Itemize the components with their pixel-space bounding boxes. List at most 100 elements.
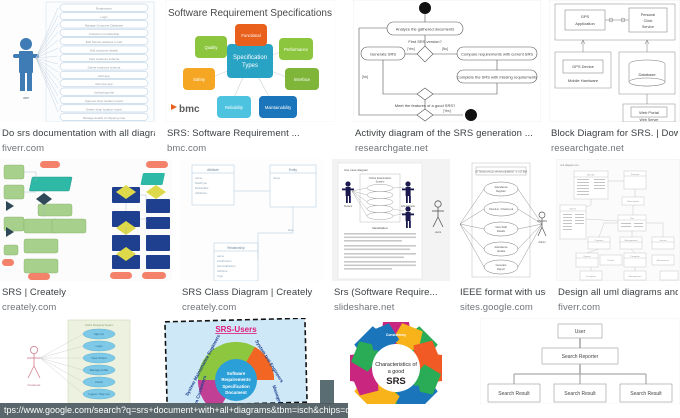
svg-text:Software Requirement Specifica: Software Requirement Specifications bbox=[168, 8, 332, 19]
svg-text:Management: Management bbox=[625, 239, 638, 242]
result-title[interactable]: Design all uml diagrams and srs bbox=[558, 287, 678, 298]
result-source[interactable]: bmc.com bbox=[167, 143, 207, 154]
result-source[interactable]: creately.com bbox=[182, 302, 237, 313]
svg-text:Logout / Sign out: Logout / Sign out bbox=[88, 392, 109, 396]
link-status-bar: tps://www.google.com/search?q=srs+docume… bbox=[0, 403, 348, 418]
result-title[interactable]: Do srs documentation with all diagra... bbox=[2, 128, 155, 139]
svg-text:Functional: Functional bbox=[241, 33, 260, 38]
svg-text:bmc: bmc bbox=[179, 104, 200, 115]
svg-text:Member: Member bbox=[587, 174, 595, 177]
svg-text:GPS: GPS bbox=[581, 14, 590, 19]
svg-text:a good: a good bbox=[388, 369, 405, 375]
svg-text:Attendance: Attendance bbox=[494, 245, 508, 249]
result-title[interactable]: Srs (Software Require... bbox=[334, 287, 438, 298]
result-thumbnail[interactable]: Characteristics of a good SRS Consistenc… bbox=[320, 318, 472, 404]
svg-text:Registration: Registration bbox=[96, 7, 112, 11]
result-caption: SRS | Creately creately.com bbox=[0, 281, 172, 314]
svg-text:[Yes]: [Yes] bbox=[443, 109, 450, 113]
result-item[interactable]: GPS Application Personal Clinic Service … bbox=[549, 0, 680, 155]
result-thumbnail[interactable]: SRS-Users Software Requirements Spec bbox=[160, 318, 312, 404]
svg-text:Approve shop location report: Approve shop location report bbox=[85, 99, 124, 103]
result-source[interactable]: fiverr.com bbox=[558, 302, 601, 313]
result-title[interactable]: SRS: Software Requirement ... bbox=[167, 128, 300, 139]
svg-text:Edit customer details: Edit customer details bbox=[90, 49, 118, 53]
svg-text:Types: Types bbox=[242, 63, 258, 69]
svg-text:View Orders: View Orders bbox=[91, 356, 107, 360]
result-thumbnail[interactable]: GPS Application Personal Clinic Service … bbox=[549, 0, 680, 122]
svg-text:Customer: Customer bbox=[27, 383, 40, 387]
svg-text:uml-diagram-srs: uml-diagram-srs bbox=[560, 163, 579, 167]
result-thumbnail[interactable] bbox=[0, 159, 172, 281]
result-source[interactable]: sites.google.com bbox=[460, 302, 533, 313]
svg-text:Online Shopping System: Online Shopping System bbox=[85, 323, 114, 327]
result-thumbnail[interactable]: user bbox=[0, 0, 157, 122]
svg-text:Mentor: Mentor bbox=[570, 208, 577, 211]
svg-text:Meet the features of a good SR: Meet the features of a good SRS? bbox=[395, 103, 456, 108]
result-thumbnail[interactable]: Software Requirement Specifications Spec… bbox=[165, 0, 345, 122]
result-thumbnail[interactable]: Analyze the gathered documents First SRS… bbox=[353, 0, 541, 122]
svg-text:Login: Login bbox=[100, 15, 108, 19]
result-item[interactable]: Software Requirement Specifications Spec… bbox=[165, 0, 353, 155]
svg-text:View business schema: View business schema bbox=[89, 57, 120, 61]
svg-text:Web Server: Web Server bbox=[640, 118, 660, 122]
result-source[interactable]: fiverr.com bbox=[2, 143, 45, 154]
svg-text:Search Result: Search Result bbox=[564, 391, 596, 397]
svg-text:Attribute: Attribute bbox=[217, 269, 228, 273]
result-thumbnail[interactable]: uml-diagram-srs bbox=[556, 159, 680, 281]
result-item[interactable]: SRS-Users Software Requirements Spec bbox=[160, 318, 320, 404]
svg-text:Sign Up: Sign Up bbox=[94, 332, 104, 336]
result-source[interactable]: researchgate.net bbox=[551, 143, 624, 154]
result-thumbnail[interactable]: User Search Reporter Search Result Searc… bbox=[480, 318, 680, 404]
result-item[interactable]: Use case diagram Online Examination Syst… bbox=[332, 159, 458, 314]
result-caption: Do srs documentation with all diagra... … bbox=[0, 122, 157, 155]
svg-text:Search Reporter: Search Reporter bbox=[562, 354, 599, 360]
svg-text:Performance: Performance bbox=[284, 47, 309, 52]
svg-text:Delete business schema: Delete business schema bbox=[88, 65, 121, 69]
svg-text:Use case diagram: Use case diagram bbox=[344, 168, 369, 172]
svg-text:Interface: Interface bbox=[294, 77, 311, 82]
result-item[interactable]: Characteristics of a good SRS Consistenc… bbox=[320, 318, 480, 404]
result-thumbnail[interactable]: Use case diagram Online Examination Syst… bbox=[332, 159, 450, 281]
result-source[interactable]: slideshare.net bbox=[334, 302, 395, 313]
result-caption: SRS: Software Requirement ... bmc.com bbox=[165, 122, 345, 155]
result-title[interactable]: SRS | Creately bbox=[2, 287, 67, 298]
result-caption: Design all uml diagrams and srs fiverr.c… bbox=[556, 281, 680, 314]
svg-text:Consistency: Consistency bbox=[386, 333, 406, 337]
svg-text:[No]: [No] bbox=[442, 47, 448, 51]
svg-text:Software: Software bbox=[227, 371, 246, 376]
svg-text:name: name bbox=[273, 176, 280, 180]
results-row-1: user bbox=[0, 0, 680, 155]
svg-text:Complete the SRS with missing: Complete the SRS with missing requiremen… bbox=[457, 75, 537, 80]
svg-text:Relationship: Relationship bbox=[227, 246, 245, 250]
svg-text:Management: Management bbox=[629, 275, 642, 278]
results-row-2: SRS | Creately creately.com Attr bbox=[0, 159, 680, 314]
svg-text:Document: Document bbox=[225, 390, 247, 395]
svg-text:Manage details of shipping not: Manage details of shipping note bbox=[83, 116, 126, 120]
svg-text:user: user bbox=[23, 96, 30, 100]
svg-text:Edit Service address in cart: Edit Service address in cart bbox=[86, 40, 123, 44]
svg-text:Analyze the gathered documents: Analyze the gathered documents bbox=[396, 27, 454, 32]
result-title[interactable]: Block Diagram for SRS. | Dow... bbox=[551, 128, 678, 139]
svg-text:Details: Details bbox=[497, 229, 506, 233]
svg-text:Specification: Specification bbox=[233, 55, 267, 61]
result-title[interactable]: IEEE format with use-cas... bbox=[460, 287, 546, 298]
svg-text:Personal: Personal bbox=[641, 13, 655, 17]
svg-text:Online Examination: Online Examination bbox=[369, 176, 392, 180]
result-source[interactable]: researchgate.net bbox=[355, 143, 428, 154]
result-item[interactable]: Analyze the gathered documents First SRS… bbox=[353, 0, 549, 155]
result-item[interactable]: user bbox=[0, 0, 165, 155]
result-item[interactable]: uml-diagram-srs bbox=[556, 159, 680, 314]
result-source[interactable]: creately.com bbox=[2, 302, 57, 313]
svg-text:Remove app: Remove app bbox=[95, 82, 112, 86]
result-title[interactable]: SRS Class Diagram | Creately bbox=[182, 287, 313, 298]
svg-text:Complete: Complete bbox=[630, 255, 640, 258]
result-title[interactable]: Activity diagram of the SRS generation .… bbox=[355, 128, 533, 139]
result-item[interactable]: User Search Reporter Search Result Searc… bbox=[480, 318, 680, 404]
result-item[interactable]: SRS | Creately creately.com bbox=[0, 159, 180, 314]
